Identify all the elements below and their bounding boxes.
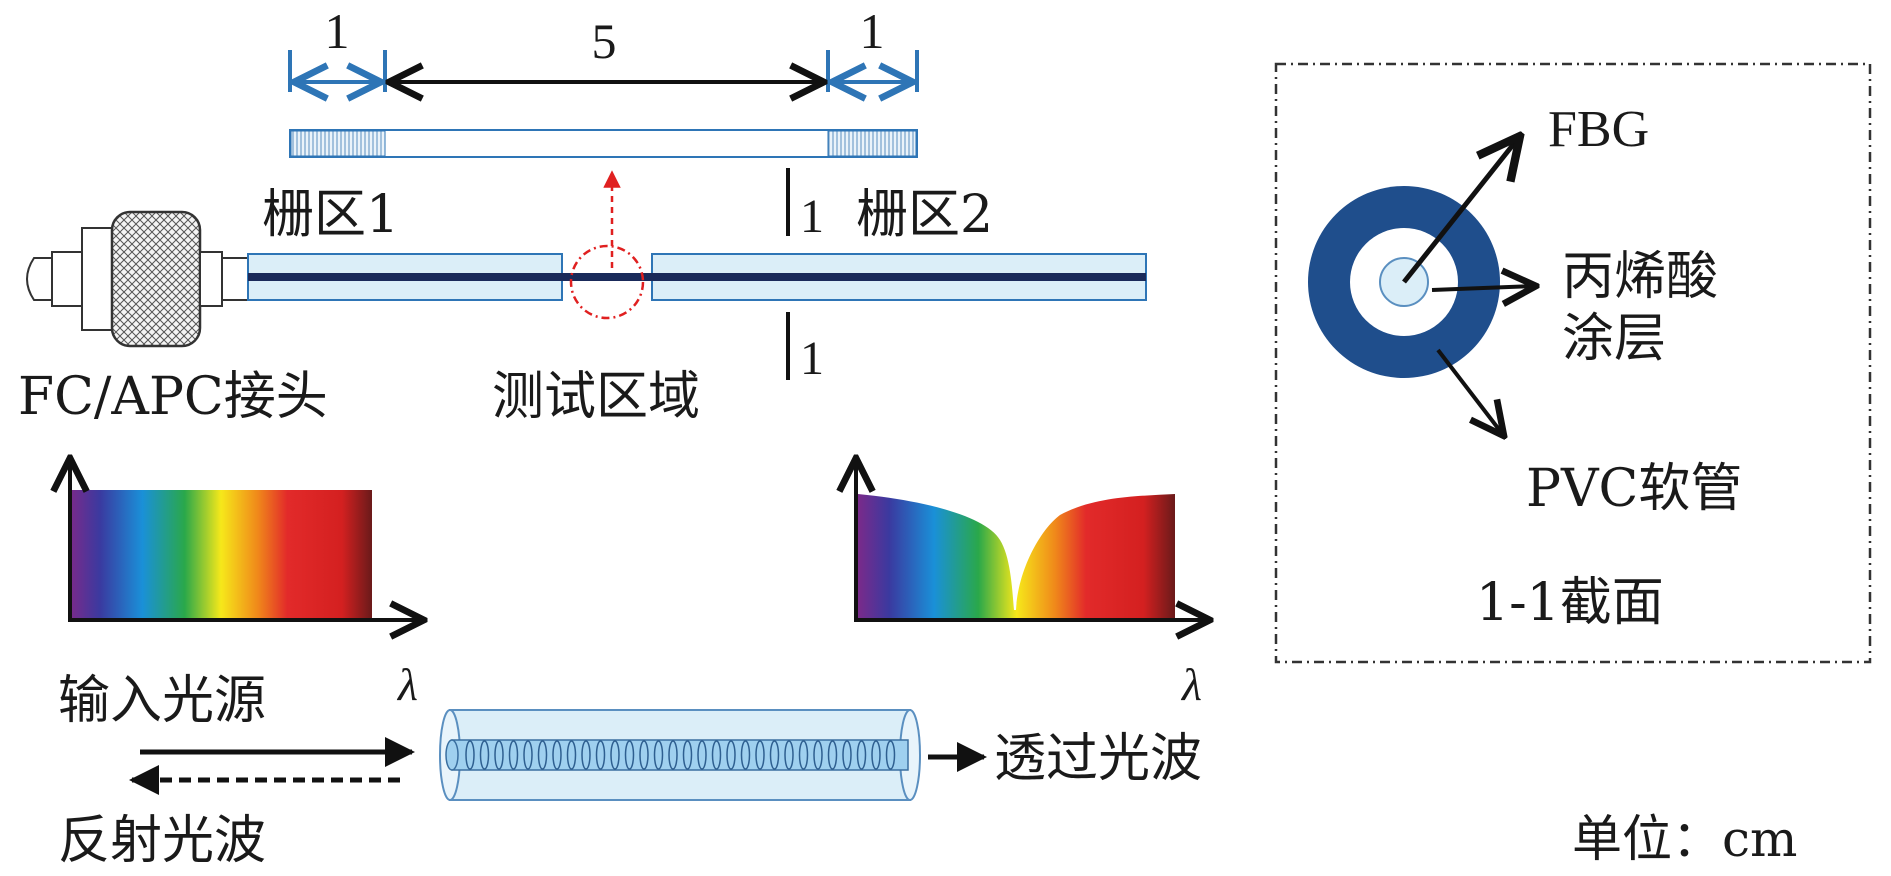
grating-ring (769, 740, 780, 770)
grating-ring (624, 740, 635, 770)
coating-pointer (1431, 286, 1536, 290)
fiber-left (247, 253, 563, 301)
grating-ring (508, 740, 519, 770)
grating-ring (479, 740, 490, 770)
grating-ring (871, 740, 881, 770)
input-spectrum (68, 458, 424, 622)
lambda-output-label: λ (1180, 659, 1202, 710)
fiber-right (651, 253, 1147, 301)
grating-ring (697, 740, 707, 770)
dimension-line: 1 5 1 (288, 3, 919, 92)
input-source-label: 输入光源 (58, 671, 266, 731)
dim-right-grating: 1 (860, 3, 885, 59)
grating-ring (842, 740, 852, 770)
tube-pointer (1436, 348, 1504, 436)
grating-ring (682, 740, 693, 770)
grating-ring (813, 740, 823, 770)
fbg-pointer (1402, 136, 1520, 284)
grating-zone-2-label: 栅区2 (856, 185, 993, 245)
grating-ring (494, 740, 504, 770)
grating-ring (726, 740, 736, 770)
grating-ring (885, 740, 896, 770)
unit-label: 单位：cm (1572, 810, 1797, 868)
grating-ring (798, 740, 809, 770)
grating-ring (595, 740, 606, 770)
dim-test-length: 5 (592, 13, 617, 69)
coating-label-line2: 涂层 (1562, 309, 1666, 369)
grating-ring (856, 740, 867, 770)
grating-ring (566, 740, 577, 770)
grating-ring (465, 740, 475, 770)
cross-section-title: 1-1截面 (1476, 573, 1664, 633)
coating-label-line1: 丙烯酸 (1562, 247, 1718, 307)
section-mark-top: 1 (800, 190, 824, 243)
grating-ring (755, 740, 765, 770)
grating-ring (552, 740, 562, 770)
lambda-input-label: λ (396, 659, 418, 710)
fc-apc-connector (26, 210, 249, 348)
grating-ring (610, 740, 620, 770)
cross-section-frame (1274, 62, 1872, 664)
grating-ring (784, 740, 794, 770)
grating-ring (827, 740, 838, 770)
connector-label: FC/APC接头 (18, 367, 328, 427)
grating-ring (523, 740, 533, 770)
grating-ring (668, 740, 678, 770)
sensor-strip (289, 129, 918, 158)
fbg-label: FBG (1548, 101, 1649, 158)
output-spectrum (854, 458, 1210, 622)
fbg-fiber (439, 709, 921, 801)
grating-ring (537, 740, 548, 770)
tube-label: PVC软管 (1526, 459, 1742, 519)
test-area-label: 测试区域 (492, 367, 700, 427)
grating-ring (639, 740, 649, 770)
transmitted-wave-label: 透过光波 (994, 729, 1202, 789)
grating-ring (653, 740, 664, 770)
grating-zone-1-label: 栅区1 (262, 185, 399, 245)
grating-ring (711, 740, 722, 770)
grating-ring (581, 740, 591, 770)
reflected-wave-label: 反射光波 (58, 811, 266, 871)
dim-left-grating: 1 (325, 3, 350, 59)
section-mark-bottom: 1 (800, 332, 824, 385)
test-area-circle (569, 244, 645, 320)
grating-ring (740, 740, 751, 770)
